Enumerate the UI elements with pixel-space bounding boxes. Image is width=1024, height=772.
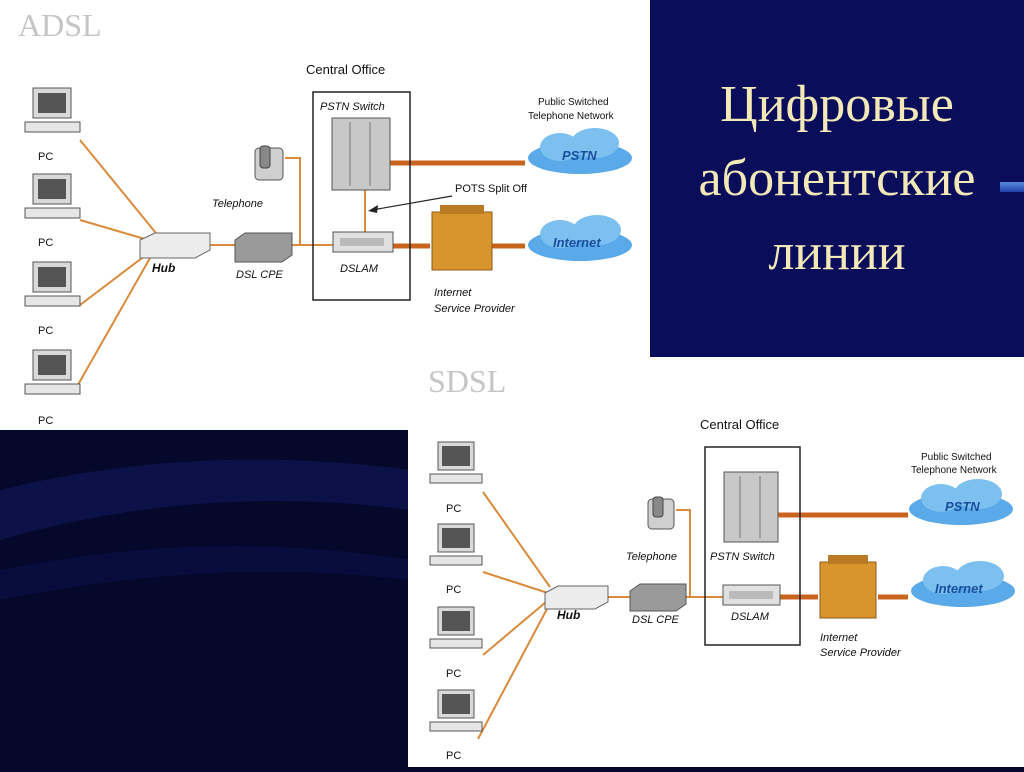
adsl-pots-arrowhead xyxy=(368,205,378,213)
adsl-isp-label-2: Service Provider xyxy=(434,303,516,315)
adsl-pc-label-4: PC xyxy=(38,415,53,427)
title-line-1: Цифровые xyxy=(720,75,954,133)
title-accent-bar xyxy=(1000,182,1024,192)
adsl-pstn-cloud xyxy=(528,128,632,174)
adsl-pstn-switch-label: PSTN Switch xyxy=(320,101,385,113)
sdsl-diagram: SDSL PC PC PC PC Hub DSL CPE xyxy=(428,363,1015,762)
sdsl-diagram-panel: SDSL PC PC PC PC Hub DSL CPE xyxy=(408,357,1024,767)
adsl-dslam-label: DSLAM xyxy=(340,263,379,275)
sdsl-pstn-network-label-2: Telephone Network xyxy=(911,465,998,476)
adsl-internet-cloud-label: Internet xyxy=(553,235,601,250)
sdsl-pc-3 xyxy=(429,606,483,649)
sdsl-pc-4 xyxy=(429,689,483,732)
adsl-pc-label-1: PC xyxy=(38,151,53,163)
sdsl-pc-label-2: PC xyxy=(446,584,461,596)
sdsl-dsl-cpe-label: DSL CPE xyxy=(632,614,680,626)
adsl-pstn-switch-device xyxy=(331,117,391,191)
adsl-telephone-label: Telephone xyxy=(212,198,263,210)
sdsl-central-office-box xyxy=(704,446,801,646)
adsl-hub-label: Hub xyxy=(152,261,175,275)
adsl-pstn-network-label-1: Public Switched xyxy=(538,97,609,108)
sdsl-internet-cloud xyxy=(911,561,1015,607)
sdsl-isp-label-1: Internet xyxy=(820,632,858,644)
adsl-internet-cloud xyxy=(528,215,632,261)
sdsl-pc-label-4: PC xyxy=(446,750,461,762)
adsl-pots-label: POTS Split Off xyxy=(455,183,528,195)
slide-title-block: Цифровые абонентские линии xyxy=(650,0,1024,357)
adsl-dsl-cpe-label: DSL CPE xyxy=(236,269,284,281)
adsl-trunk-links xyxy=(390,160,525,249)
adsl-diagram-panel: ADSL PC PC PC PC Hub xyxy=(0,0,650,430)
adsl-section-label: ADSL xyxy=(18,7,102,43)
adsl-pc-3 xyxy=(24,261,81,307)
sdsl-central-office-label: Central Office xyxy=(700,417,779,432)
sdsl-pstn-cloud xyxy=(909,479,1013,525)
sdsl-pc-label-3: PC xyxy=(446,668,461,680)
sdsl-pstn-switch-device xyxy=(723,471,779,543)
adsl-central-office-label: Central Office xyxy=(306,62,385,77)
sdsl-isp-building xyxy=(819,555,877,619)
adsl-diagram: ADSL PC PC PC PC Hub xyxy=(18,7,632,427)
adsl-pc-label-2: PC xyxy=(38,237,53,249)
sdsl-dslam-label: DSLAM xyxy=(731,611,770,623)
adsl-pc-4 xyxy=(24,349,81,395)
adsl-pc-1 xyxy=(24,87,81,133)
adsl-links xyxy=(74,139,366,391)
adsl-dslam-device xyxy=(332,231,394,253)
sdsl-pc-1 xyxy=(429,441,483,484)
title-line-2: абонентские xyxy=(698,149,976,207)
adsl-pc-label-3: PC xyxy=(38,325,53,337)
adsl-pc-2 xyxy=(24,173,81,219)
adsl-central-office-box xyxy=(312,91,411,301)
sdsl-trunk-links xyxy=(776,512,908,600)
sdsl-hub-device xyxy=(544,585,609,610)
sdsl-pstn-switch-label: PSTN Switch xyxy=(710,551,775,563)
adsl-hub-device xyxy=(139,232,211,259)
sdsl-pstn-cloud-label: PSTN xyxy=(945,499,980,514)
adsl-pstn-network-label-2: Telephone Network xyxy=(528,111,615,122)
sdsl-dslam-device xyxy=(722,584,781,606)
sdsl-section-label: SDSL xyxy=(428,363,506,399)
sdsl-telephone-device xyxy=(647,496,675,530)
sdsl-hub-label: Hub xyxy=(557,608,580,622)
adsl-telephone-device xyxy=(254,145,284,181)
title-line-3: линии xyxy=(768,223,906,281)
adsl-isp-label-1: Internet xyxy=(434,287,472,299)
sdsl-isp-label-2: Service Provider xyxy=(820,647,902,659)
adsl-pots-arrow xyxy=(371,195,453,211)
sdsl-dsl-cpe-device xyxy=(629,583,687,612)
adsl-dsl-cpe-device xyxy=(234,232,293,263)
sdsl-internet-cloud-label: Internet xyxy=(935,581,983,596)
sdsl-pc-label-1: PC xyxy=(446,503,461,515)
adsl-pstn-cloud-label: PSTN xyxy=(562,148,597,163)
sdsl-pstn-network-label-1: Public Switched xyxy=(921,452,992,463)
sdsl-links xyxy=(477,491,723,740)
sdsl-telephone-label: Telephone xyxy=(626,551,677,563)
adsl-isp-building xyxy=(431,205,493,271)
sdsl-pc-2 xyxy=(429,523,483,566)
background-swoosh xyxy=(0,459,410,600)
